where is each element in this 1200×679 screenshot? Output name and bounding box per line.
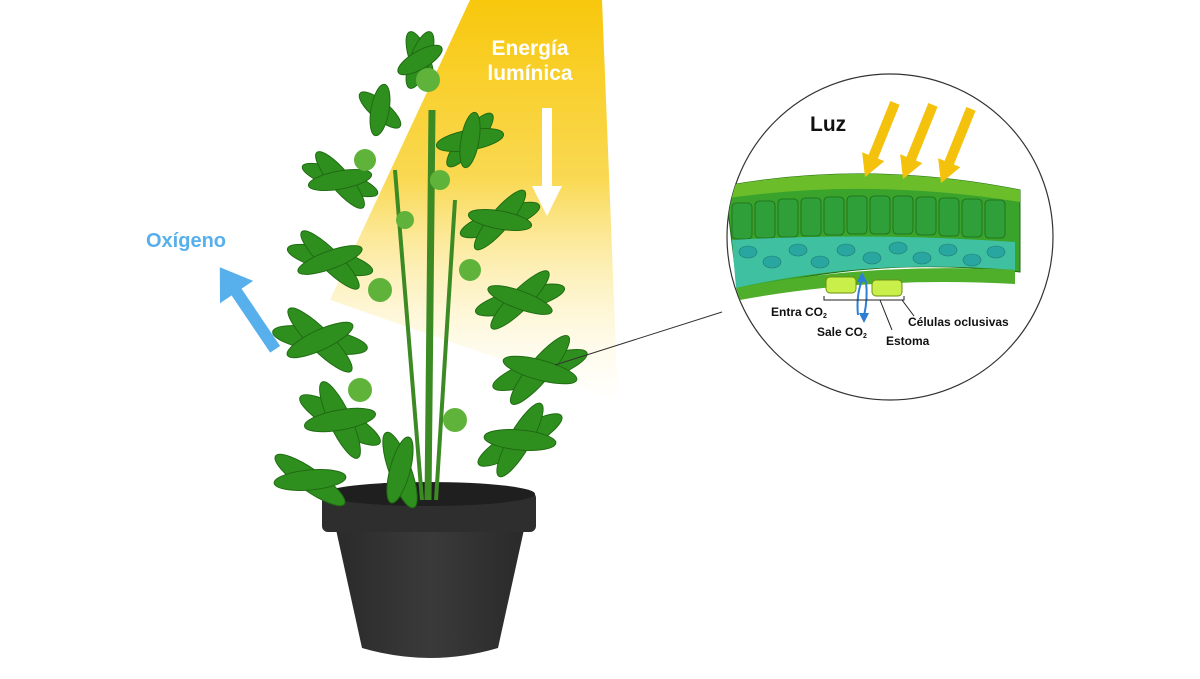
light-energy-label: Energía lumínica	[470, 36, 590, 86]
co2-in-text: Entra CO	[771, 305, 824, 319]
oxygen-arrow	[219, 267, 281, 353]
light-energy-label-line2: lumínica	[487, 62, 573, 85]
light-energy-label-line1: Energía	[491, 37, 569, 60]
oxygen-label: Oxígeno	[146, 230, 227, 252]
co2-out-text: Sale CO	[817, 325, 864, 339]
co2-out-label: Sale CO2	[817, 325, 867, 340]
light-energy-arrow	[532, 108, 562, 216]
callout-lines	[823, 296, 915, 331]
stoma-label: Estoma	[886, 334, 930, 348]
guard-cell-left	[825, 276, 857, 294]
guard-cells-label: Células oclusivas	[908, 315, 1009, 329]
co2-in-subscript: 2	[823, 313, 827, 320]
light-label: Luz	[810, 113, 847, 136]
co2-in-label: Entra CO2	[771, 305, 827, 320]
light-rays	[862, 101, 976, 184]
guard-cell-right	[871, 279, 903, 297]
zoom-connector-line	[554, 311, 723, 366]
plant-pot	[322, 482, 536, 658]
co2-out-subscript: 2	[863, 333, 867, 340]
cannabis-plant	[272, 31, 588, 509]
leaf-cross-section	[727, 173, 1021, 300]
